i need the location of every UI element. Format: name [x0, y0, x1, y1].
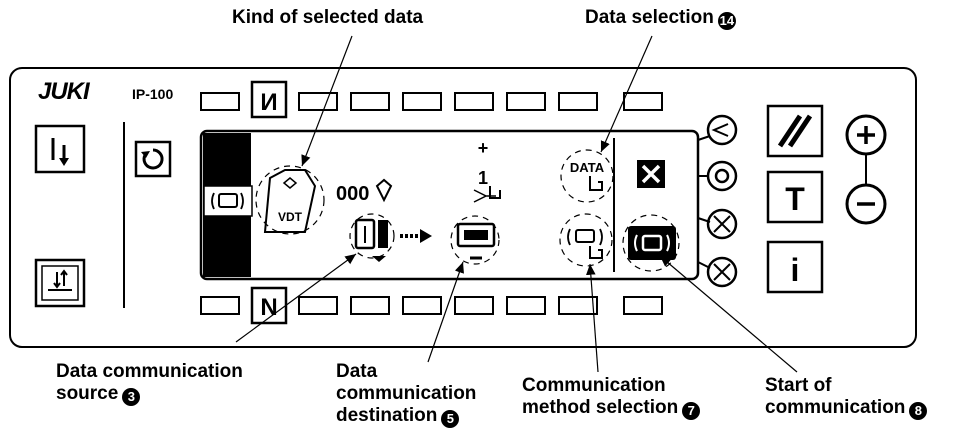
callout-kind-of-selected-data: Kind of selected data: [232, 7, 424, 28]
plus-icon: [857, 126, 875, 144]
svg-text:И: И: [260, 89, 277, 116]
bottom-keys[interactable]: N: [200, 286, 663, 325]
top-keys[interactable]: И: [200, 80, 663, 119]
data-selection-button[interactable]: DATA: [570, 160, 605, 191]
info-icon: i: [791, 252, 800, 288]
badge-8: 8: [909, 402, 928, 420]
svg-text:N: N: [260, 294, 277, 321]
upper-n-key: [250, 80, 288, 119]
start-communication-button[interactable]: [628, 226, 676, 260]
hand-icon: [489, 186, 501, 199]
svg-text:+: +: [478, 138, 489, 158]
leader-lines: [235, 35, 798, 373]
close-icon: [641, 164, 661, 184]
info-key[interactable]: i: [766, 240, 824, 294]
badge-3: 3: [122, 388, 141, 406]
highlight-circle-method: [559, 213, 613, 267]
data-hand-icon: [589, 176, 603, 191]
svg-text:T: T: [785, 181, 805, 217]
highlight-circle-start: [622, 214, 680, 272]
ready-key[interactable]: [34, 124, 86, 174]
needle-key[interactable]: [34, 258, 86, 308]
lcd-screen: [199, 129, 700, 281]
indicator-column: [697, 114, 738, 288]
highlight-circle-data-type: [255, 165, 325, 235]
svg-text:JUKI: JUKI: [38, 78, 91, 105]
badge-7: 7: [682, 402, 701, 420]
vdt-data-type-icon: VDT: [263, 169, 317, 233]
file-number-display: 000: [336, 178, 393, 205]
count-display: + 1: [473, 138, 501, 203]
source-device-icon[interactable]: [354, 218, 388, 262]
juki-logo: JUKI IP-100: [38, 78, 173, 105]
communication-icon: [634, 234, 670, 252]
method-hand-icon: [589, 246, 603, 259]
t-key[interactable]: T: [766, 170, 824, 224]
badge-5: 5: [441, 410, 460, 428]
plus-key[interactable]: [845, 114, 887, 156]
cancel-button[interactable]: [637, 160, 665, 188]
highlight-circle-source: [349, 213, 395, 259]
highlight-circle-destination: [450, 215, 500, 265]
svg-text:1: 1: [478, 168, 488, 188]
destination-device-icon[interactable]: [456, 222, 496, 260]
source-down-icon: [372, 256, 386, 262]
comm-tab-icon: [203, 185, 253, 217]
badge-14: 14: [717, 12, 736, 30]
reset-key[interactable]: [766, 104, 824, 158]
svg-text:000: 000: [336, 183, 369, 205]
highlight-circle-data-selection: [560, 149, 614, 203]
svg-text:IP-100: IP-100: [132, 86, 173, 102]
svg-text:VDT: VDT: [278, 210, 303, 224]
refresh-icon: [142, 148, 164, 170]
svg-text:DATA: DATA: [570, 160, 605, 175]
communication-method-button[interactable]: [567, 228, 603, 259]
needle-icon: [53, 272, 61, 289]
minus-key[interactable]: [845, 183, 887, 225]
transfer-arrow-icon: [400, 229, 432, 243]
refresh-key[interactable]: [134, 140, 172, 178]
